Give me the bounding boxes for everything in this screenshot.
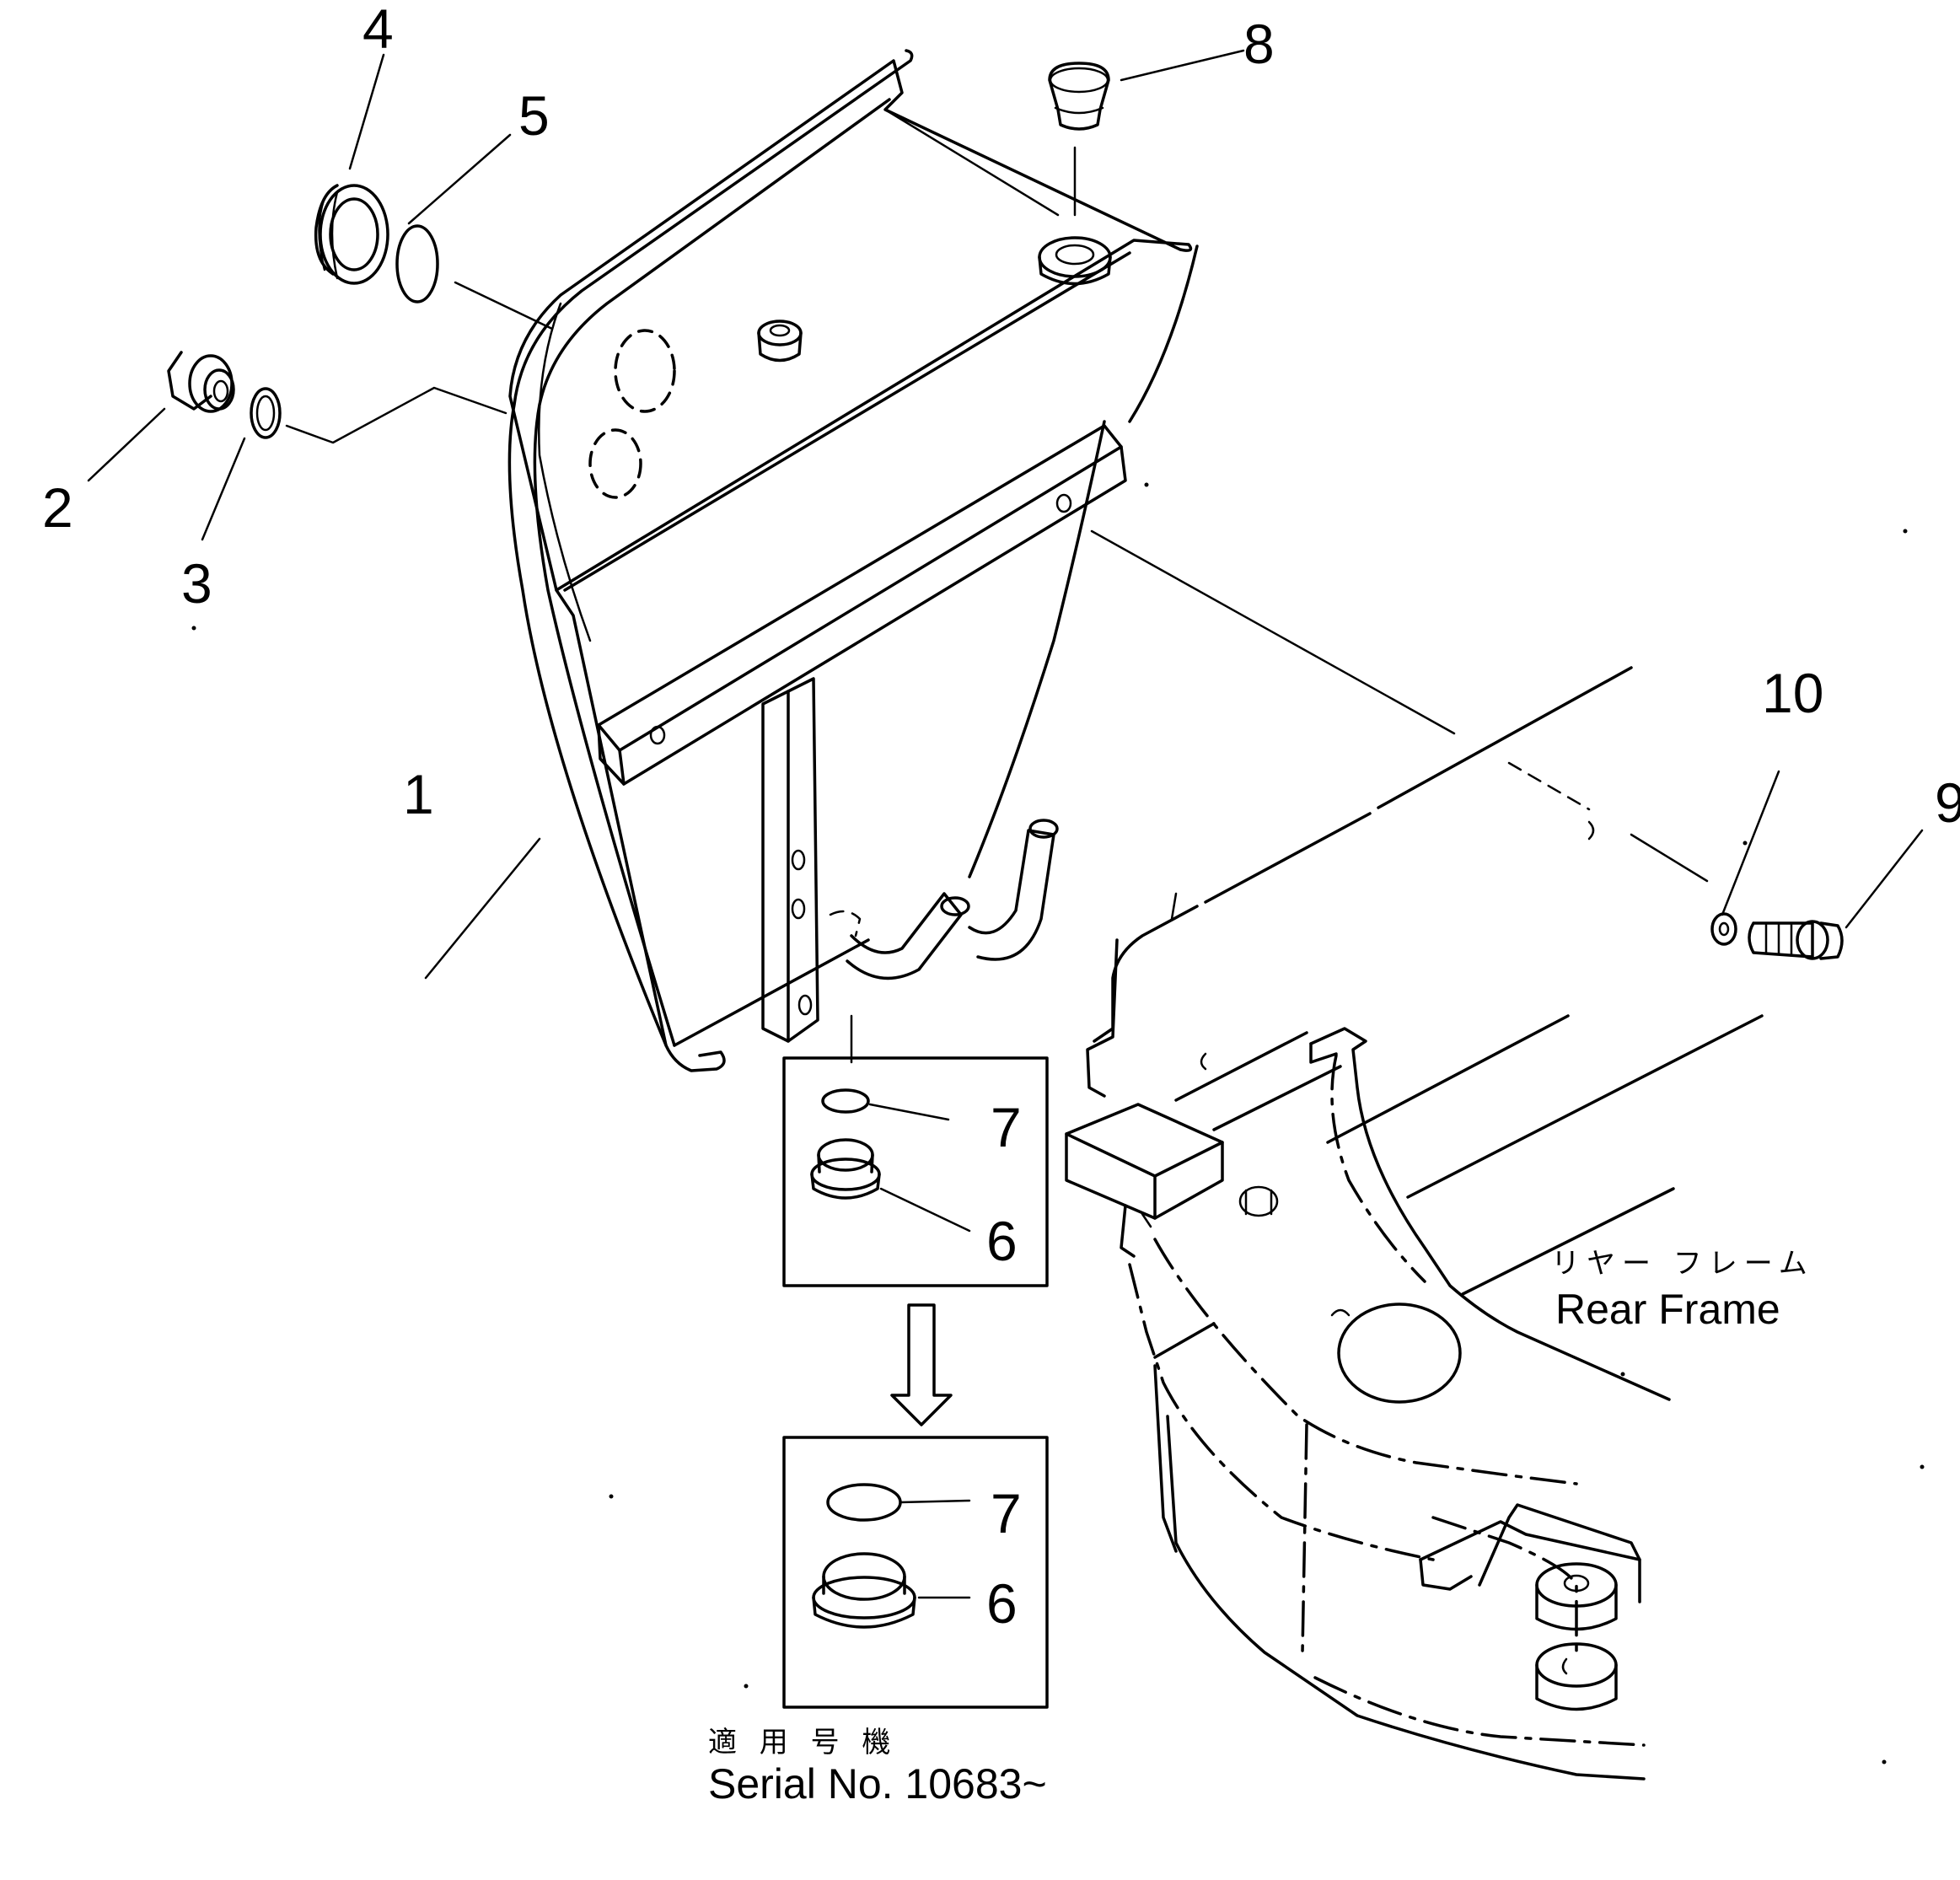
arrow-down bbox=[890, 1303, 953, 1426]
serial-label-jp: 適 用 号 機 bbox=[708, 1726, 897, 1759]
inset-upper bbox=[782, 1056, 1049, 1287]
serial-label-en: Serial No. 10683~ bbox=[708, 1760, 1047, 1807]
callout-9: 9 bbox=[1935, 771, 1960, 834]
serial-label: 適 用 号 機 Serial No. 10683~ bbox=[708, 1726, 1047, 1807]
hydraulic-tank bbox=[507, 49, 1199, 1072]
inset-lower bbox=[782, 1436, 1049, 1709]
callout-8: 8 bbox=[1243, 13, 1275, 75]
inset-upper-callout-7: 7 bbox=[991, 1096, 1022, 1158]
callout-10: 10 bbox=[1762, 662, 1823, 724]
washer-part-10 bbox=[1710, 912, 1737, 946]
inset-lower-callout-7: 7 bbox=[991, 1482, 1022, 1544]
leader-lines bbox=[87, 49, 1924, 1064]
o-ring-part-3 bbox=[250, 387, 282, 439]
inset-upper-callout-6: 6 bbox=[986, 1210, 1018, 1272]
bushing-part-8 bbox=[1048, 62, 1110, 131]
bolt-part-9 bbox=[1748, 920, 1844, 960]
rear-frame-label-jp: リヤー フレーム bbox=[1551, 1247, 1814, 1281]
rear-frame bbox=[191, 482, 1925, 1781]
callout-3: 3 bbox=[181, 552, 212, 615]
callout-4: 4 bbox=[362, 0, 394, 60]
breather-cap-part-4 bbox=[314, 184, 389, 285]
plug-part-2 bbox=[167, 351, 235, 413]
callout-5: 5 bbox=[518, 84, 550, 147]
callout-1: 1 bbox=[403, 763, 434, 825]
callout-labels: 1 2 3 4 5 8 9 10 bbox=[42, 0, 1960, 834]
rear-frame-label: リヤー フレーム Rear Frame bbox=[1551, 1247, 1814, 1333]
callout-2: 2 bbox=[42, 476, 73, 539]
inset-lower-callout-6: 6 bbox=[986, 1572, 1018, 1635]
inset-lower-labels: 7 6 bbox=[986, 1482, 1022, 1635]
o-ring-part-5 bbox=[395, 224, 439, 303]
rear-frame-label-en: Rear Frame bbox=[1555, 1286, 1780, 1333]
inset-upper-labels: 7 6 bbox=[986, 1096, 1022, 1272]
